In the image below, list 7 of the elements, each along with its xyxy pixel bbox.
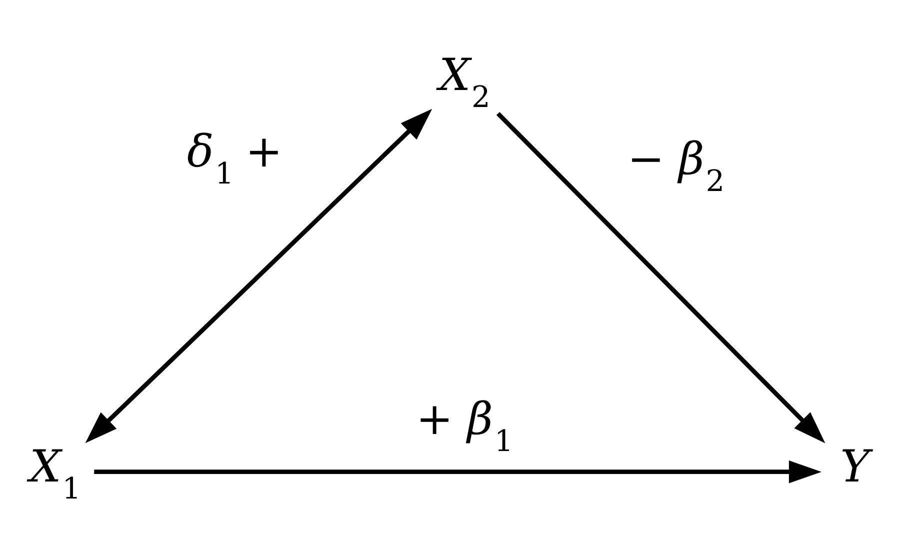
node-text: X$_{2}$ [438, 50, 490, 114]
arrow [94, 460, 822, 484]
edge-label: + β$_{1}$ [416, 394, 514, 458]
edge-label: δ$_{1}$ + [186, 126, 283, 191]
arrow [85, 108, 432, 444]
arrow [496, 112, 826, 444]
edge-label: − β$_{2}$ [627, 134, 725, 198]
